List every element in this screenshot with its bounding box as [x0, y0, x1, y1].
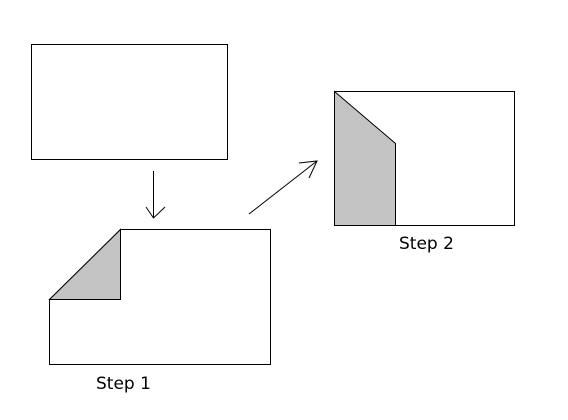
initial-sheet	[31, 44, 228, 160]
step2-sheet	[334, 90, 515, 226]
diagonal-arrow	[248, 160, 318, 215]
down-arrow	[145, 171, 166, 219]
step2-label: Step 2	[399, 234, 454, 254]
step1-folded-flap	[48, 228, 121, 300]
step1-sheet	[48, 228, 271, 365]
step2-folded-strip	[334, 90, 396, 226]
step1-label: Step 1	[96, 374, 151, 394]
